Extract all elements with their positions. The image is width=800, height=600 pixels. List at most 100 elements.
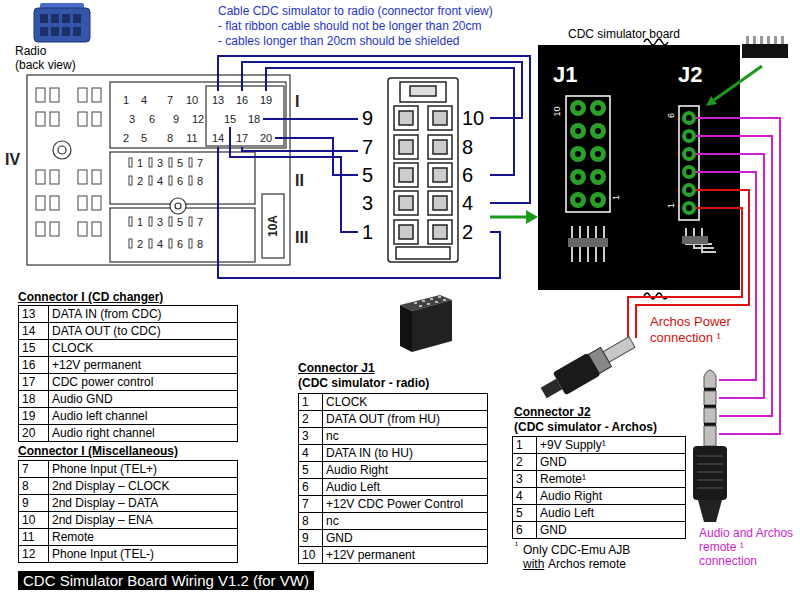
table-cell-text: Audio Right <box>326 463 388 477</box>
pin-number-holder: 3 <box>157 157 163 170</box>
table-cell: 15 <box>18 339 49 357</box>
table-cell: Remote <box>48 528 238 546</box>
solder-pad <box>590 169 606 185</box>
pin-number-holder: 14 <box>212 132 224 145</box>
connector-section-label: IV <box>5 151 20 168</box>
radio-pin-contacts <box>189 217 192 226</box>
table-cell: 11 <box>18 528 49 546</box>
table-cell: DATA OUT (from HU) <box>322 410 488 428</box>
radio-pin-contacts <box>78 222 87 236</box>
pin-number-holder: 10 <box>462 107 484 129</box>
connector-front-view <box>433 111 447 125</box>
table-cell: 18 <box>18 390 49 408</box>
pin-number-holder: 2 <box>137 238 143 251</box>
pin-number-holder: 3 <box>157 216 163 229</box>
audio-jack-plug <box>697 472 723 473</box>
cdc-board-pcb <box>566 96 610 212</box>
audio-jack-plug <box>697 488 723 489</box>
table-cell-text: 13 <box>22 307 35 321</box>
table-cell: 4 <box>298 444 323 462</box>
connector-front-view <box>396 247 450 259</box>
table-cell: 7 <box>18 460 49 478</box>
pin-number: 3 <box>157 216 163 228</box>
pin-number-holder: 5 <box>362 164 373 186</box>
pin-number: 2 <box>462 221 473 243</box>
table-cell-text: Audio GND <box>52 392 113 406</box>
note-text: - cables longer than 20cm should be shie… <box>218 34 460 48</box>
connector-section-label: III <box>295 229 308 246</box>
table-cell-text: +12V permanent <box>326 548 415 562</box>
radio-label-holder: (back view) <box>15 58 76 72</box>
connection-note-holder: Archos Power connection ¹ <box>650 314 750 346</box>
audio-jack-plug <box>693 370 727 522</box>
pin-number: 12 <box>192 113 204 125</box>
pad-hole <box>686 205 692 211</box>
pin-number-holder: 7 <box>197 157 203 170</box>
pin-number-holder: 8 <box>462 136 473 158</box>
radio-back-panel <box>206 86 284 146</box>
radio-pin-contacts <box>36 222 45 236</box>
note-text-holder: - flat ribbon cable should not be longer… <box>218 19 482 33</box>
table-cell: DATA OUT (to CDC) <box>48 322 238 340</box>
radio-wires <box>218 56 530 278</box>
radio-pin-contacts <box>129 239 132 248</box>
connector-front-view <box>428 163 452 187</box>
solder-pad <box>590 146 606 162</box>
connector-front-view <box>433 225 447 239</box>
radio-wires <box>218 56 530 203</box>
pin-number-holder: 9 <box>173 113 179 126</box>
pad-hole <box>575 197 581 203</box>
pad-hole <box>686 133 692 139</box>
pin-index: 1 <box>611 195 621 200</box>
pin-number: 1 <box>123 94 129 106</box>
cdc-board-pcb <box>679 106 699 220</box>
fuse-rating: 10A <box>266 215 280 237</box>
audio-jack-plug <box>698 500 722 522</box>
table-cell-text: +9V Supply¹ <box>540 438 606 452</box>
pin-index-holder: 1 <box>666 203 677 208</box>
table-cell: Audio Right <box>322 461 488 479</box>
table-cell: GND <box>536 453 686 471</box>
female-header-photo <box>443 299 446 301</box>
table-cell: Audio left channel <box>48 407 238 425</box>
table-cell: 2nd Display – ENA <box>48 511 238 529</box>
audio-wires <box>696 118 780 434</box>
pin-number-holder: 5 <box>177 157 183 170</box>
table-heading-holder: Connector I (CD changer) <box>18 290 163 304</box>
pin-number: 5 <box>141 132 147 144</box>
table-subheading-holder: (CDC simulator - radio) <box>298 376 429 390</box>
table-cell-text: 6 <box>302 480 309 494</box>
table-cell: 17 <box>18 373 49 391</box>
connector-arrow <box>490 210 538 224</box>
pad-hole <box>686 115 692 121</box>
header-connector-photo <box>746 36 749 44</box>
pin-number-holder: 8 <box>197 175 203 188</box>
radio-wires <box>242 147 358 151</box>
connector-line <box>490 216 526 219</box>
pin-index: 6 <box>666 113 676 118</box>
pin-number: 6 <box>177 175 183 187</box>
radio-back-panel <box>110 208 255 262</box>
footnote-text-holder: Only CDC-Emu AJB <box>523 543 630 557</box>
radio-wires <box>263 118 358 120</box>
footnote-text: Archos remote <box>548 557 626 571</box>
radio-back-panel <box>175 203 181 209</box>
table-subheading: (CDC simulator - Archos) <box>514 420 657 434</box>
pin-number-holder: 7 <box>362 136 373 158</box>
pad-hole <box>686 169 692 175</box>
pin-number: 7 <box>362 136 373 158</box>
pin-number: 8 <box>197 238 203 250</box>
pin-index: 1 <box>666 203 676 208</box>
pin-number-holder: 4 <box>157 238 163 251</box>
table-cell-text: 9 <box>22 496 29 510</box>
table-cell: 8 <box>298 512 323 530</box>
table-cell-text: 12 <box>22 547 35 561</box>
radio-back-panel <box>262 194 284 258</box>
pad-hole <box>575 174 581 180</box>
pin-header-photo <box>568 226 716 262</box>
radio-pin-contacts <box>92 112 101 126</box>
pin-number: 11 <box>186 132 197 144</box>
table-cell-text: 14 <box>22 324 35 338</box>
pin-number-holder: 10 <box>186 94 198 107</box>
iso-plug-icon <box>51 27 59 36</box>
